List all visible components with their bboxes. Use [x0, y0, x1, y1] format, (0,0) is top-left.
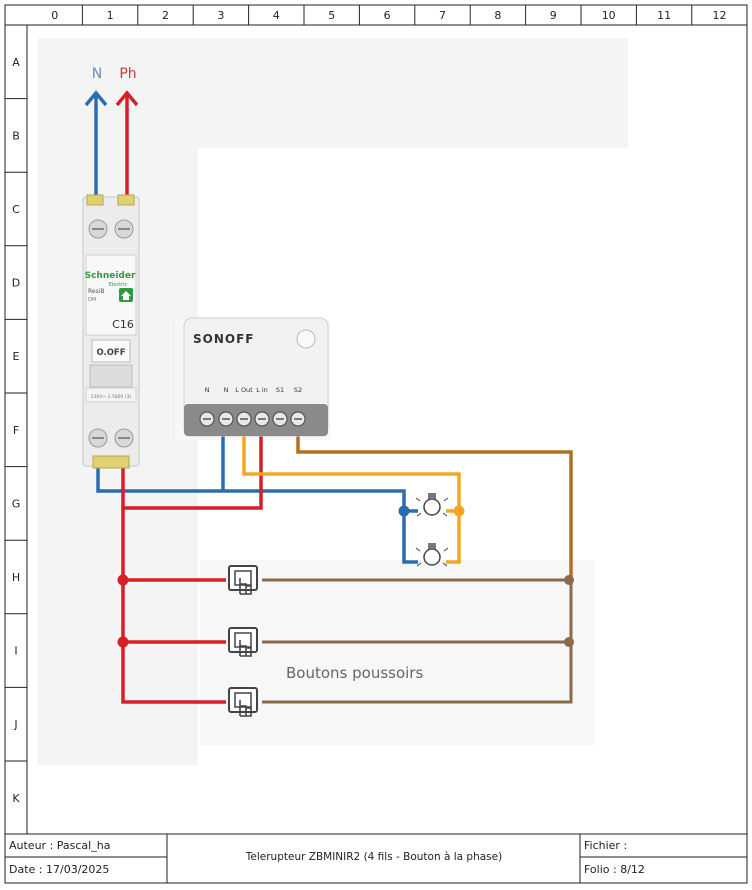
- signal-s2-wire: [296, 422, 573, 580]
- grid-row-label: D: [12, 277, 20, 290]
- terminal-label: N: [205, 386, 210, 394]
- grid-column-label: 11: [657, 9, 671, 22]
- terminal-label: S2: [294, 386, 302, 394]
- grid-column-label: 5: [328, 9, 335, 22]
- sheet-border: [4, 4, 748, 884]
- module-button-icon: [296, 329, 316, 349]
- switched-junction: [453, 505, 465, 517]
- breaker-series-sub: DM: [88, 297, 96, 303]
- breaker-brand-sub: Electric: [109, 282, 128, 288]
- diagram-background: [38, 38, 628, 148]
- neutral-junction: [398, 505, 410, 517]
- grid-row-label: I: [14, 645, 17, 658]
- lamp-2-icon: [415, 543, 449, 567]
- grid-column-label: 3: [217, 9, 224, 22]
- grid-row-label: C: [12, 203, 20, 216]
- pushbutton-3-icon: [228, 687, 258, 717]
- grid-row-label: K: [12, 792, 20, 805]
- lamp-1-icon: [415, 493, 449, 517]
- breaker-rating: C16: [112, 318, 134, 331]
- grid-column-label: 4: [273, 9, 280, 22]
- circuit-breaker: Schneider Electric ResiB DM C16 O.OFF 23…: [82, 194, 140, 469]
- return-junction-2: [564, 637, 574, 647]
- grid-column-label: 10: [602, 9, 616, 22]
- wiring: [84, 90, 574, 704]
- grid-column-label: 7: [439, 9, 446, 22]
- grid-row-label: E: [13, 350, 20, 363]
- return-junction-1: [564, 575, 574, 585]
- terminal-label: L in: [256, 386, 268, 394]
- grid-row-label: F: [13, 424, 19, 437]
- grid-column-label: 1: [107, 9, 114, 22]
- author-field: Auteur : Pascal_ha: [9, 839, 111, 852]
- pushbutton-2-icon: [228, 627, 258, 657]
- phase-junction-1: [117, 574, 129, 586]
- module-terminals: [199, 411, 306, 427]
- breaker-brand: Schneider: [85, 271, 136, 281]
- grid-column-label: 0: [51, 9, 58, 22]
- pushbuttons-label: Boutons poussoirs: [286, 664, 423, 682]
- module-brand: SONOFF: [193, 332, 254, 346]
- grid-column-label: 6: [384, 9, 391, 22]
- phase-label: Ph: [119, 66, 136, 82]
- grid-column-label: 12: [713, 9, 727, 22]
- neutral-label: N: [92, 66, 102, 82]
- date-field: Date : 17/03/2025: [9, 863, 110, 876]
- grid-column-label: 2: [162, 9, 169, 22]
- drawing-title: Telerupteur ZBMINIR2 (4 fils - Bouton à …: [245, 851, 503, 863]
- pushbutton-1-icon: [228, 565, 258, 595]
- breaker-toggle: [89, 364, 133, 388]
- breaker-series: ResiB: [88, 288, 105, 295]
- module-phase-wire: [121, 422, 263, 510]
- title-block: [5, 833, 747, 883]
- grid-row-label: A: [12, 56, 20, 69]
- neutral-arrow-icon: [84, 90, 108, 107]
- breaker-off-label: O.OFF: [96, 348, 125, 358]
- grid-row-label: G: [12, 497, 21, 510]
- switched-output-wire: [242, 422, 461, 564]
- terminal-label: N: [224, 386, 229, 394]
- terminal-label: S1: [276, 386, 284, 394]
- grid-column-label: 8: [494, 9, 501, 22]
- phase-junction-2: [117, 636, 129, 648]
- breaker-spec: 230V~ 1.5000 (3): [91, 394, 132, 400]
- folio-field: Folio : 8/12: [584, 863, 645, 876]
- grid-row-label: B: [12, 129, 20, 142]
- grid-row-label: J: [13, 718, 17, 731]
- grid-column-label: 9: [550, 9, 557, 22]
- grid-row-label: H: [12, 571, 20, 584]
- grid-row-labels: A B C D E F G H I J K: [5, 56, 27, 805]
- phase-arrow-icon: [115, 90, 139, 107]
- neutral-bus-wire: [96, 462, 406, 511]
- file-field: Fichier :: [584, 839, 628, 852]
- phase-bus-wire: [121, 508, 226, 704]
- terminal-label: L Out: [235, 386, 253, 394]
